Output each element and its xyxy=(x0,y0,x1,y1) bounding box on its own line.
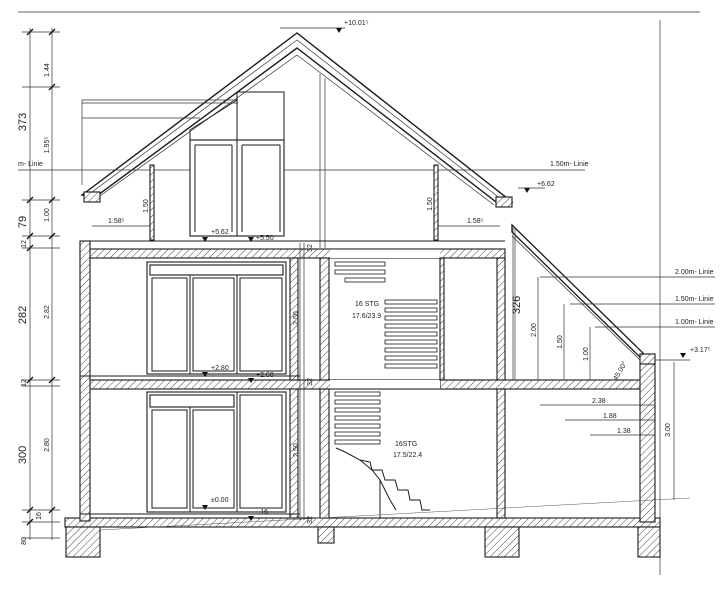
knee-width-left: 1.58⁵ xyxy=(108,218,125,225)
upper-stair-ratio: 17.6/23.9 xyxy=(352,313,381,320)
upper-stair-count: 16 STG xyxy=(355,301,379,308)
upper-stair: 16 STG 17.6/23.9 xyxy=(334,261,438,369)
attic-raw-level: +5.50 xyxy=(256,235,274,242)
right-height-line-label: 1.50m- Linie xyxy=(550,161,589,168)
slab-80: 80 xyxy=(21,537,28,545)
annex: +3.17⁵ 2.00m- Linie 1.50m- Linie 1.00m- … xyxy=(99,223,715,531)
eave-level: +6.62 xyxy=(537,181,555,188)
left-height-line-label: m- Linie xyxy=(18,161,43,168)
lower-stair-count: 16STG xyxy=(395,441,417,448)
roof: +10.01⁵ xyxy=(80,20,514,248)
annex-w-2-38: 2.38 xyxy=(592,398,606,405)
dim-282: 282 xyxy=(17,306,29,324)
annex-h-1-00: 1.00 xyxy=(583,347,590,361)
dim-1-95: 1.95⁵ xyxy=(44,137,51,154)
ground-raw-level: -.16 xyxy=(256,509,268,516)
dim-1-00: 1.00 xyxy=(44,208,51,222)
attic-wall-dim: 326 xyxy=(511,296,523,314)
annex-height: 3.00 xyxy=(665,423,672,437)
annex-h-2-00: 2.00 xyxy=(531,323,538,337)
knee-width-right: 1.58⁵ xyxy=(467,218,484,225)
floor-slabs xyxy=(64,248,661,528)
upper-floor-window: +2.80 +2.68 xyxy=(80,261,300,383)
slab-12-b: 12 xyxy=(21,379,28,387)
inner-height-dims: 2.50 2.50 32 32 32 xyxy=(293,243,314,524)
annex-level: +3.17⁵ xyxy=(690,347,711,354)
annex-line-1-00: 1.00m- Linie xyxy=(675,319,714,326)
room-height-upper: 2.50 xyxy=(293,311,300,325)
ground-floor-window: ±0.00 -.16 xyxy=(80,391,300,521)
dim-2-82: 2.82 xyxy=(44,305,51,319)
annex-w-1-88: 1.88 xyxy=(603,413,617,420)
slab-dim-upper: 32 xyxy=(307,244,314,252)
ground-floor-level: ±0.00 xyxy=(211,497,229,504)
ridge-level: +10.01⁵ xyxy=(344,20,369,27)
lower-stair-ratio: 17.5/22.4 xyxy=(393,452,422,459)
height-lines: m- Linie 1.50m- Linie +6.62 xyxy=(18,161,589,193)
slab-dim-ground: 32 xyxy=(307,378,314,386)
slab-16: 16 xyxy=(36,512,43,520)
room-height-ground: 2.50 xyxy=(293,443,300,457)
dim-1-44: 1.44 xyxy=(44,63,51,77)
annex-line-2-00: 2.00m- Linie xyxy=(675,269,714,276)
knee-height-right: 1.50 xyxy=(427,197,434,211)
upper-floor-level: +2.80 xyxy=(211,365,229,372)
dim-373: 373 xyxy=(17,113,29,131)
annex-h-1-50: 1.50 xyxy=(557,335,564,349)
slab-dim-base: 32 xyxy=(307,516,314,524)
lower-stair: 16STG 17.5/22.4 xyxy=(334,391,430,518)
annex-line-1-50: 1.50m- Linie xyxy=(675,296,714,303)
upper-raw-level: +2.68 xyxy=(256,372,274,379)
attic-level: +5.62 xyxy=(211,229,229,236)
walls xyxy=(79,240,656,523)
frame-lines xyxy=(18,11,700,575)
dim-2-80: 2.80 xyxy=(44,438,51,452)
foundations xyxy=(65,526,661,558)
slab-12-a: 12 xyxy=(21,240,28,248)
attic-level: 1.58⁵ 1.58⁵ 1.50 1.50 +5.62 +5.50 xyxy=(80,91,505,242)
roof-angle: 45.00° xyxy=(612,360,629,382)
left-dimension-chain: 373 79 282 300 1.44 1.95⁵ 1.00 2.82 2.80… xyxy=(17,28,60,545)
knee-height-left: 1.50 xyxy=(143,199,150,213)
annex-w-1-38: 1.38 xyxy=(617,428,631,435)
dim-300: 300 xyxy=(17,446,29,464)
dim-79: 79 xyxy=(17,216,29,228)
